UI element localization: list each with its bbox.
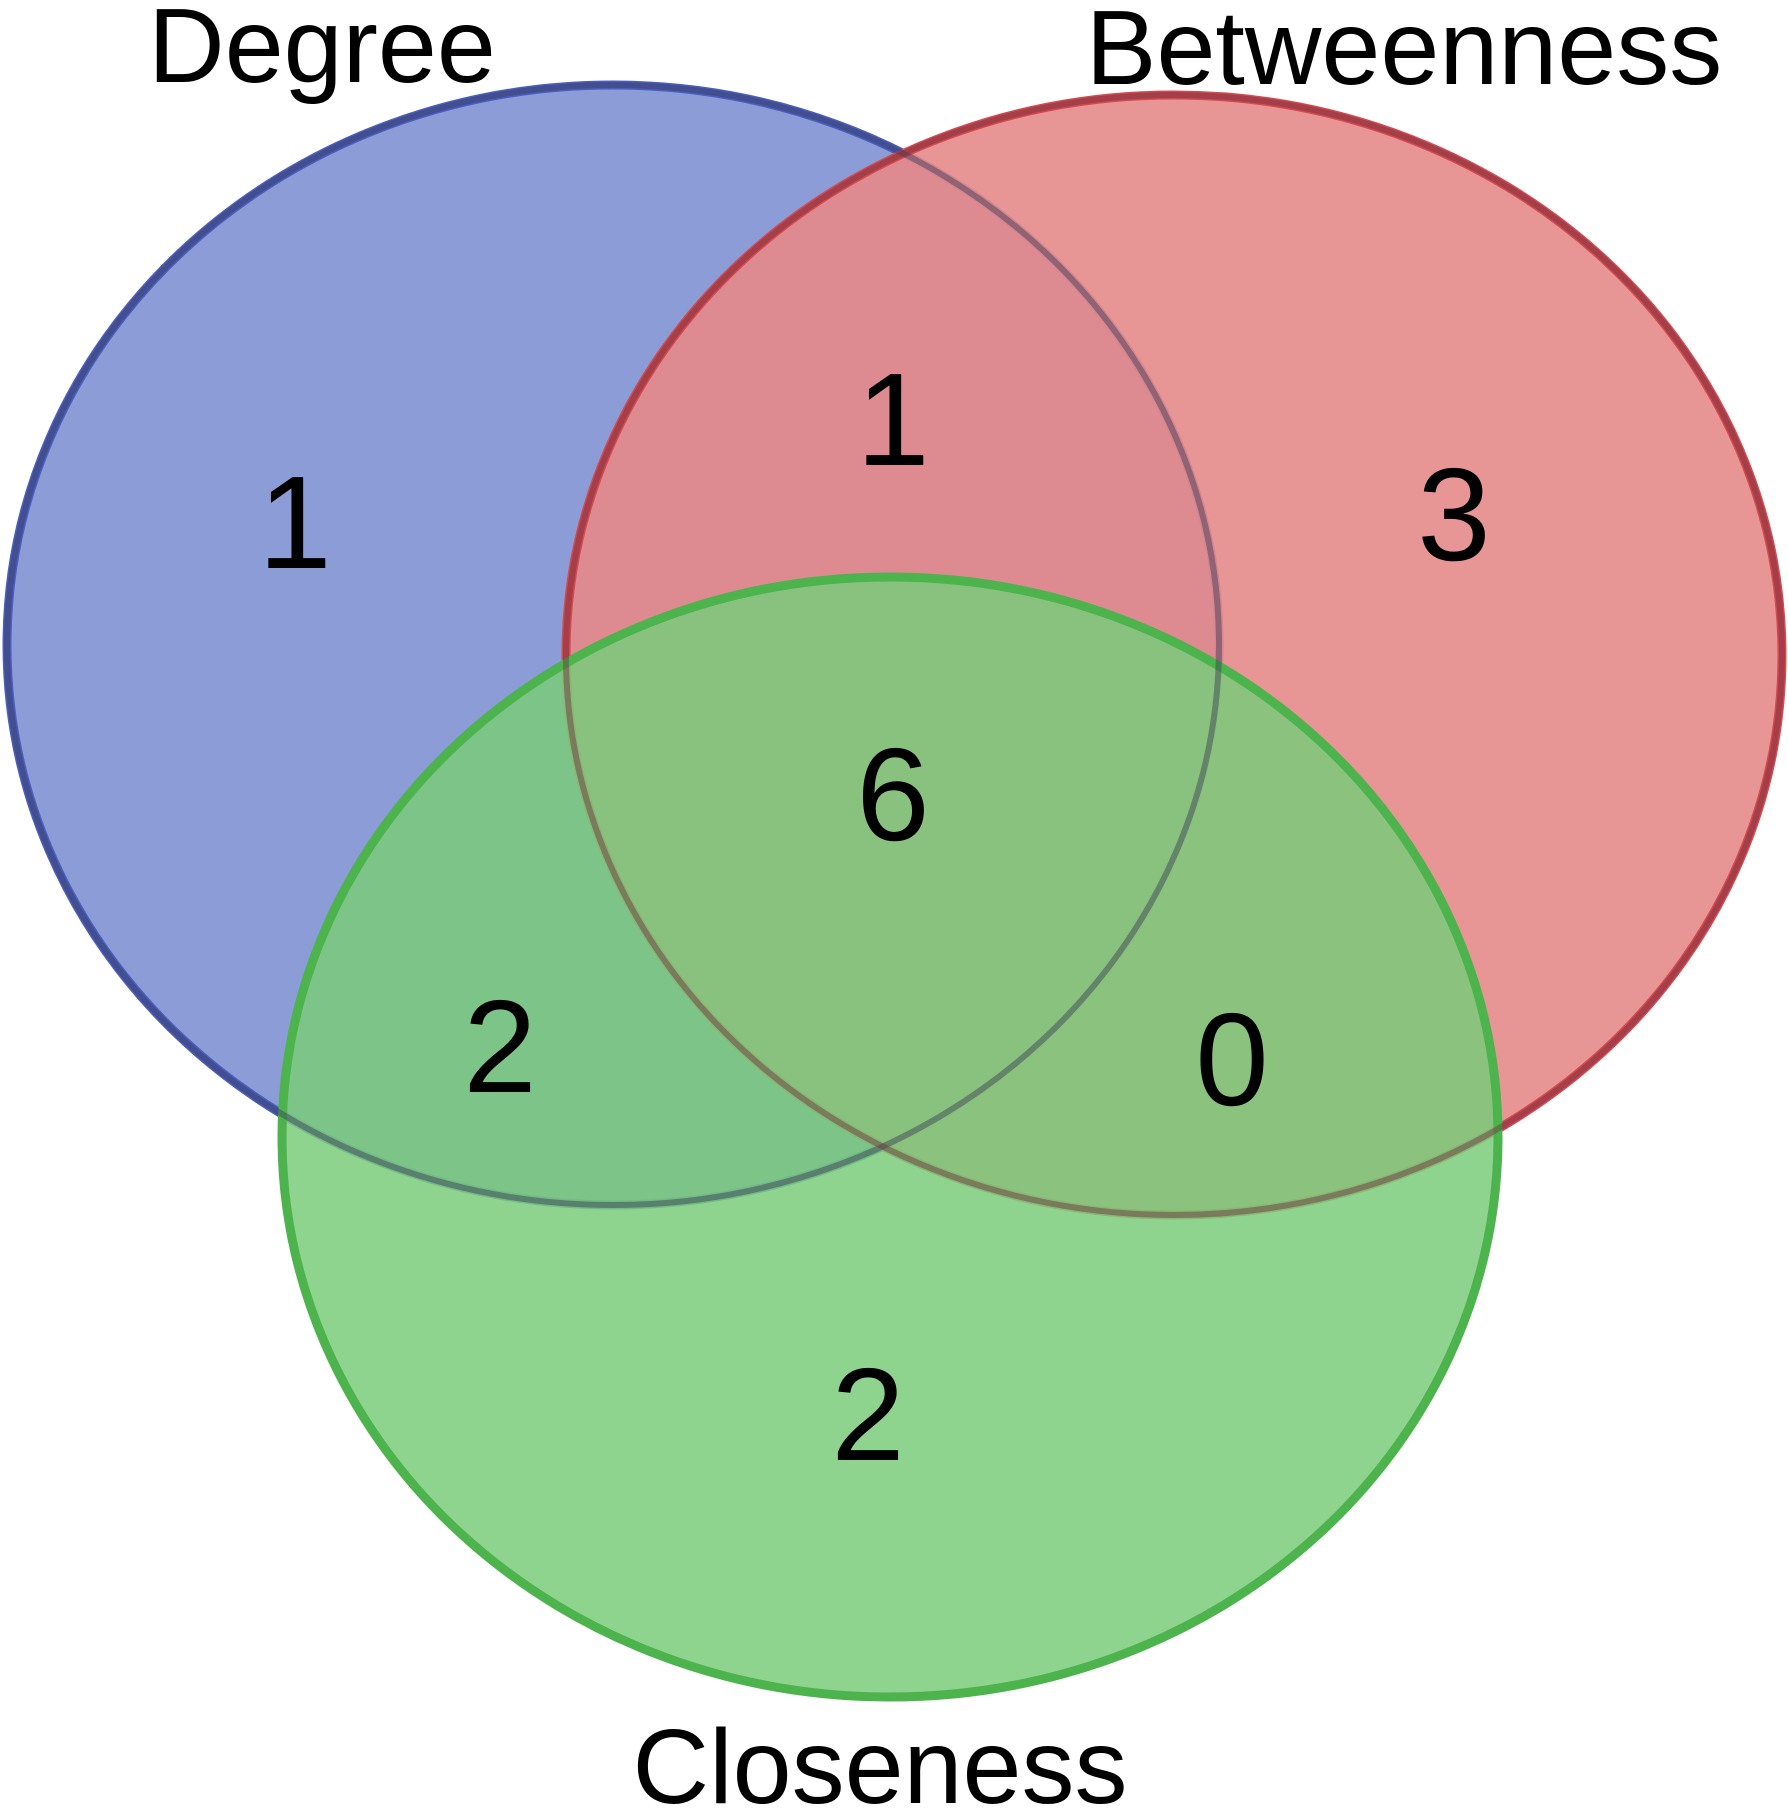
betweenness-set-label: Betweenness: [1086, 0, 1722, 107]
closeness-set-label: Closeness: [633, 1708, 1128, 1808]
betweenness-set-outline: [563, 92, 1785, 1218]
degree-betweenness-count: 1: [856, 346, 929, 493]
betweenness-closeness-count: 0: [1195, 986, 1268, 1133]
betweenness-only-count: 3: [1417, 441, 1490, 588]
closeness-only-count: 2: [831, 1341, 904, 1488]
degree-set-label: Degree: [148, 0, 496, 105]
degree-set-outline: [4, 82, 1222, 1208]
all-three-count: 6: [856, 721, 929, 868]
degree-closeness-count: 2: [463, 973, 536, 1120]
degree-only-count: 1: [258, 449, 331, 596]
closeness-set-ellipse: [277, 572, 1503, 1702]
